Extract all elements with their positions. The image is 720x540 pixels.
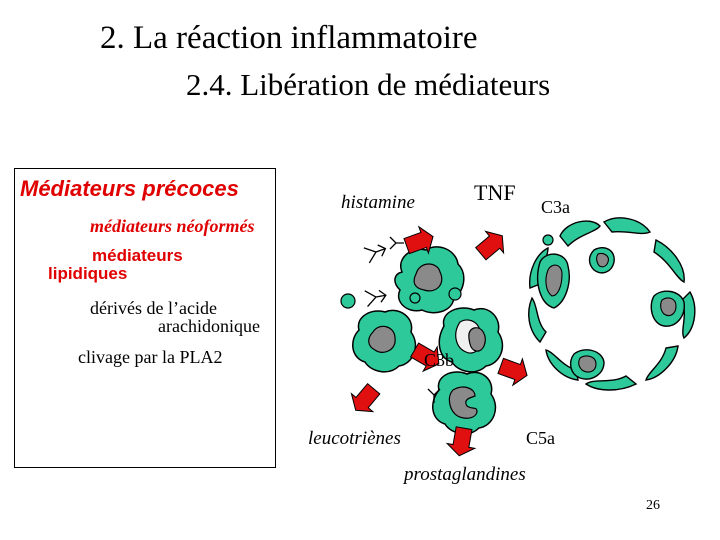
mast-cell-b <box>352 309 417 373</box>
mast-cell-c <box>438 307 504 373</box>
mediators-box <box>14 168 276 468</box>
c3b-label: C3b <box>424 350 455 370</box>
lipid-mediators-label-line1: médiateurs <box>92 246 183 265</box>
neoformed-mediators-label: médiateurs néoformés <box>90 216 255 236</box>
small-cell-1 <box>340 293 356 309</box>
red-arrow-4 <box>350 382 381 413</box>
small-cell-4 <box>542 234 554 246</box>
mast-cell-a <box>394 246 465 314</box>
pla2-cleavage-label: clivage par la PLA2 <box>78 347 223 367</box>
receptor-glyph-3 <box>389 236 404 250</box>
arachidonic-derivatives-line1: dérivés de l’acide <box>90 298 217 318</box>
cell-ring <box>528 217 696 391</box>
prostaglandins-label: prostaglandines <box>404 464 526 485</box>
mast-cell-d <box>432 371 497 435</box>
small-cell-2 <box>448 287 462 301</box>
page-number: 26 <box>646 498 660 513</box>
receptor-glyph-4 <box>427 388 441 403</box>
red-arrow-1 <box>403 225 434 255</box>
receptor-glyph-2 <box>364 289 387 308</box>
slide-title: 2. La réaction inflammatoire <box>100 20 478 56</box>
histamine-label: histamine <box>341 192 415 213</box>
red-arrow-3 <box>409 342 440 373</box>
box-heading: Médiateurs précoces <box>20 176 239 201</box>
arachidonic-derivatives-line2: arachidonique <box>158 316 260 336</box>
c5a-label: C5a <box>526 428 555 448</box>
small-cell-3 <box>409 292 421 304</box>
c3a-label: C3a <box>541 197 570 217</box>
red-arrow-6 <box>497 357 528 387</box>
red-arrow-5 <box>445 426 477 457</box>
lipid-mediators-label-line2: lipidiques <box>48 264 128 283</box>
receptor-glyph-1 <box>363 244 387 264</box>
slide-subtitle: 2.4. Libération de médiateurs <box>186 67 551 102</box>
red-arrow-2 <box>474 230 505 261</box>
leukotrienes-label: leucotriènes <box>308 428 401 449</box>
tnf-label: TNF <box>474 180 516 205</box>
